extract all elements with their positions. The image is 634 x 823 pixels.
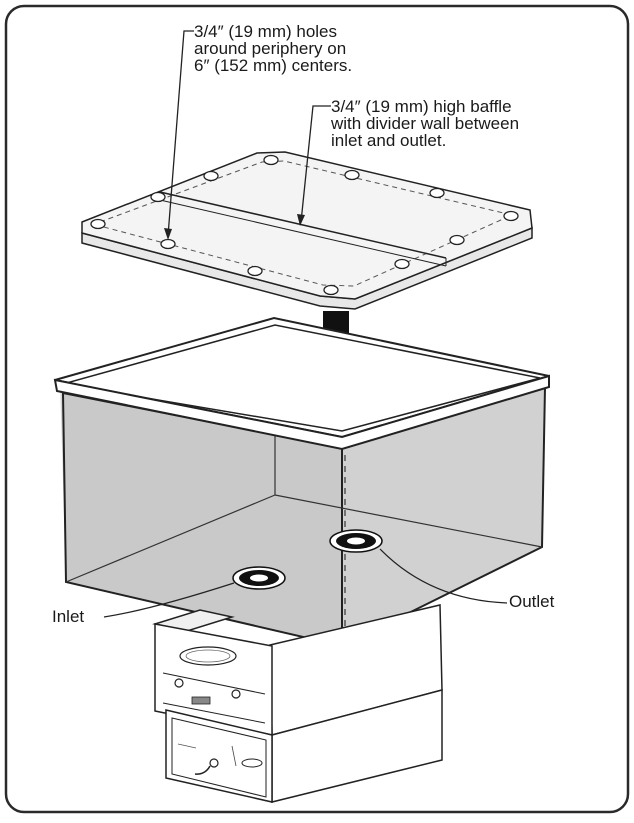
outlet-drain: [329, 529, 383, 553]
plate-hole: [344, 169, 360, 181]
plate-hole: [90, 218, 106, 230]
plate-hole: [150, 191, 166, 203]
plate-hole: [429, 187, 445, 199]
plate-hole: [160, 238, 176, 250]
baffle-callout-line: 3/4″ (19 mm) high baffle: [331, 97, 512, 116]
outlet-leader-line: [379, 548, 508, 604]
plate-hole: [503, 210, 519, 222]
lower-heater-box: [165, 689, 443, 803]
holes-leader-arrow: [164, 228, 172, 240]
knob-icon: [209, 758, 219, 768]
plate-hole: [449, 234, 465, 246]
well-tank: [53, 316, 550, 648]
knob-icon: [231, 689, 241, 699]
holes-callout-line: around periphery on: [194, 39, 347, 58]
plate-hole: [247, 265, 263, 277]
plate-hole: [323, 284, 339, 296]
outlet-label: Outlet: [509, 592, 555, 611]
baffle-callout-line: with divider wall between: [331, 114, 520, 133]
well-hidden-edge: [65, 494, 276, 583]
upper-control-box: [152, 604, 443, 736]
plate-hole: [394, 258, 410, 270]
baffle-leader-arrow: [297, 214, 305, 226]
plate-inner-outline: [99, 160, 514, 287]
plate-hole: [203, 170, 219, 182]
baffle-plate: [81, 151, 533, 310]
inlet-drain: [232, 566, 286, 590]
brand-badge-icon: [241, 758, 263, 768]
well-rim-front: [53, 374, 550, 451]
knob-icon: [174, 678, 184, 688]
inlet-label: Inlet: [52, 607, 85, 626]
holes-callout-line: 6″ (152 mm) centers.: [194, 56, 353, 75]
inlet-leader-line: [103, 582, 235, 618]
baffle-leader-line: [300, 105, 331, 223]
baffle-callout: 3/4″ (19 mm) high baffle with divider wa…: [331, 98, 519, 149]
well-hidden-edge: [274, 494, 543, 548]
holes-callout: 3/4″ (19 mm) holes around periphery on 6…: [194, 23, 352, 74]
plate-holes: [90, 154, 519, 296]
callout-leaders: [164, 30, 331, 240]
plate-hole: [263, 154, 279, 166]
holes-callout-line: 3/4″ (19 mm) holes: [194, 22, 338, 41]
baffle-callout-line: inlet and outlet.: [331, 131, 447, 150]
holes-leader-line: [167, 30, 194, 237]
